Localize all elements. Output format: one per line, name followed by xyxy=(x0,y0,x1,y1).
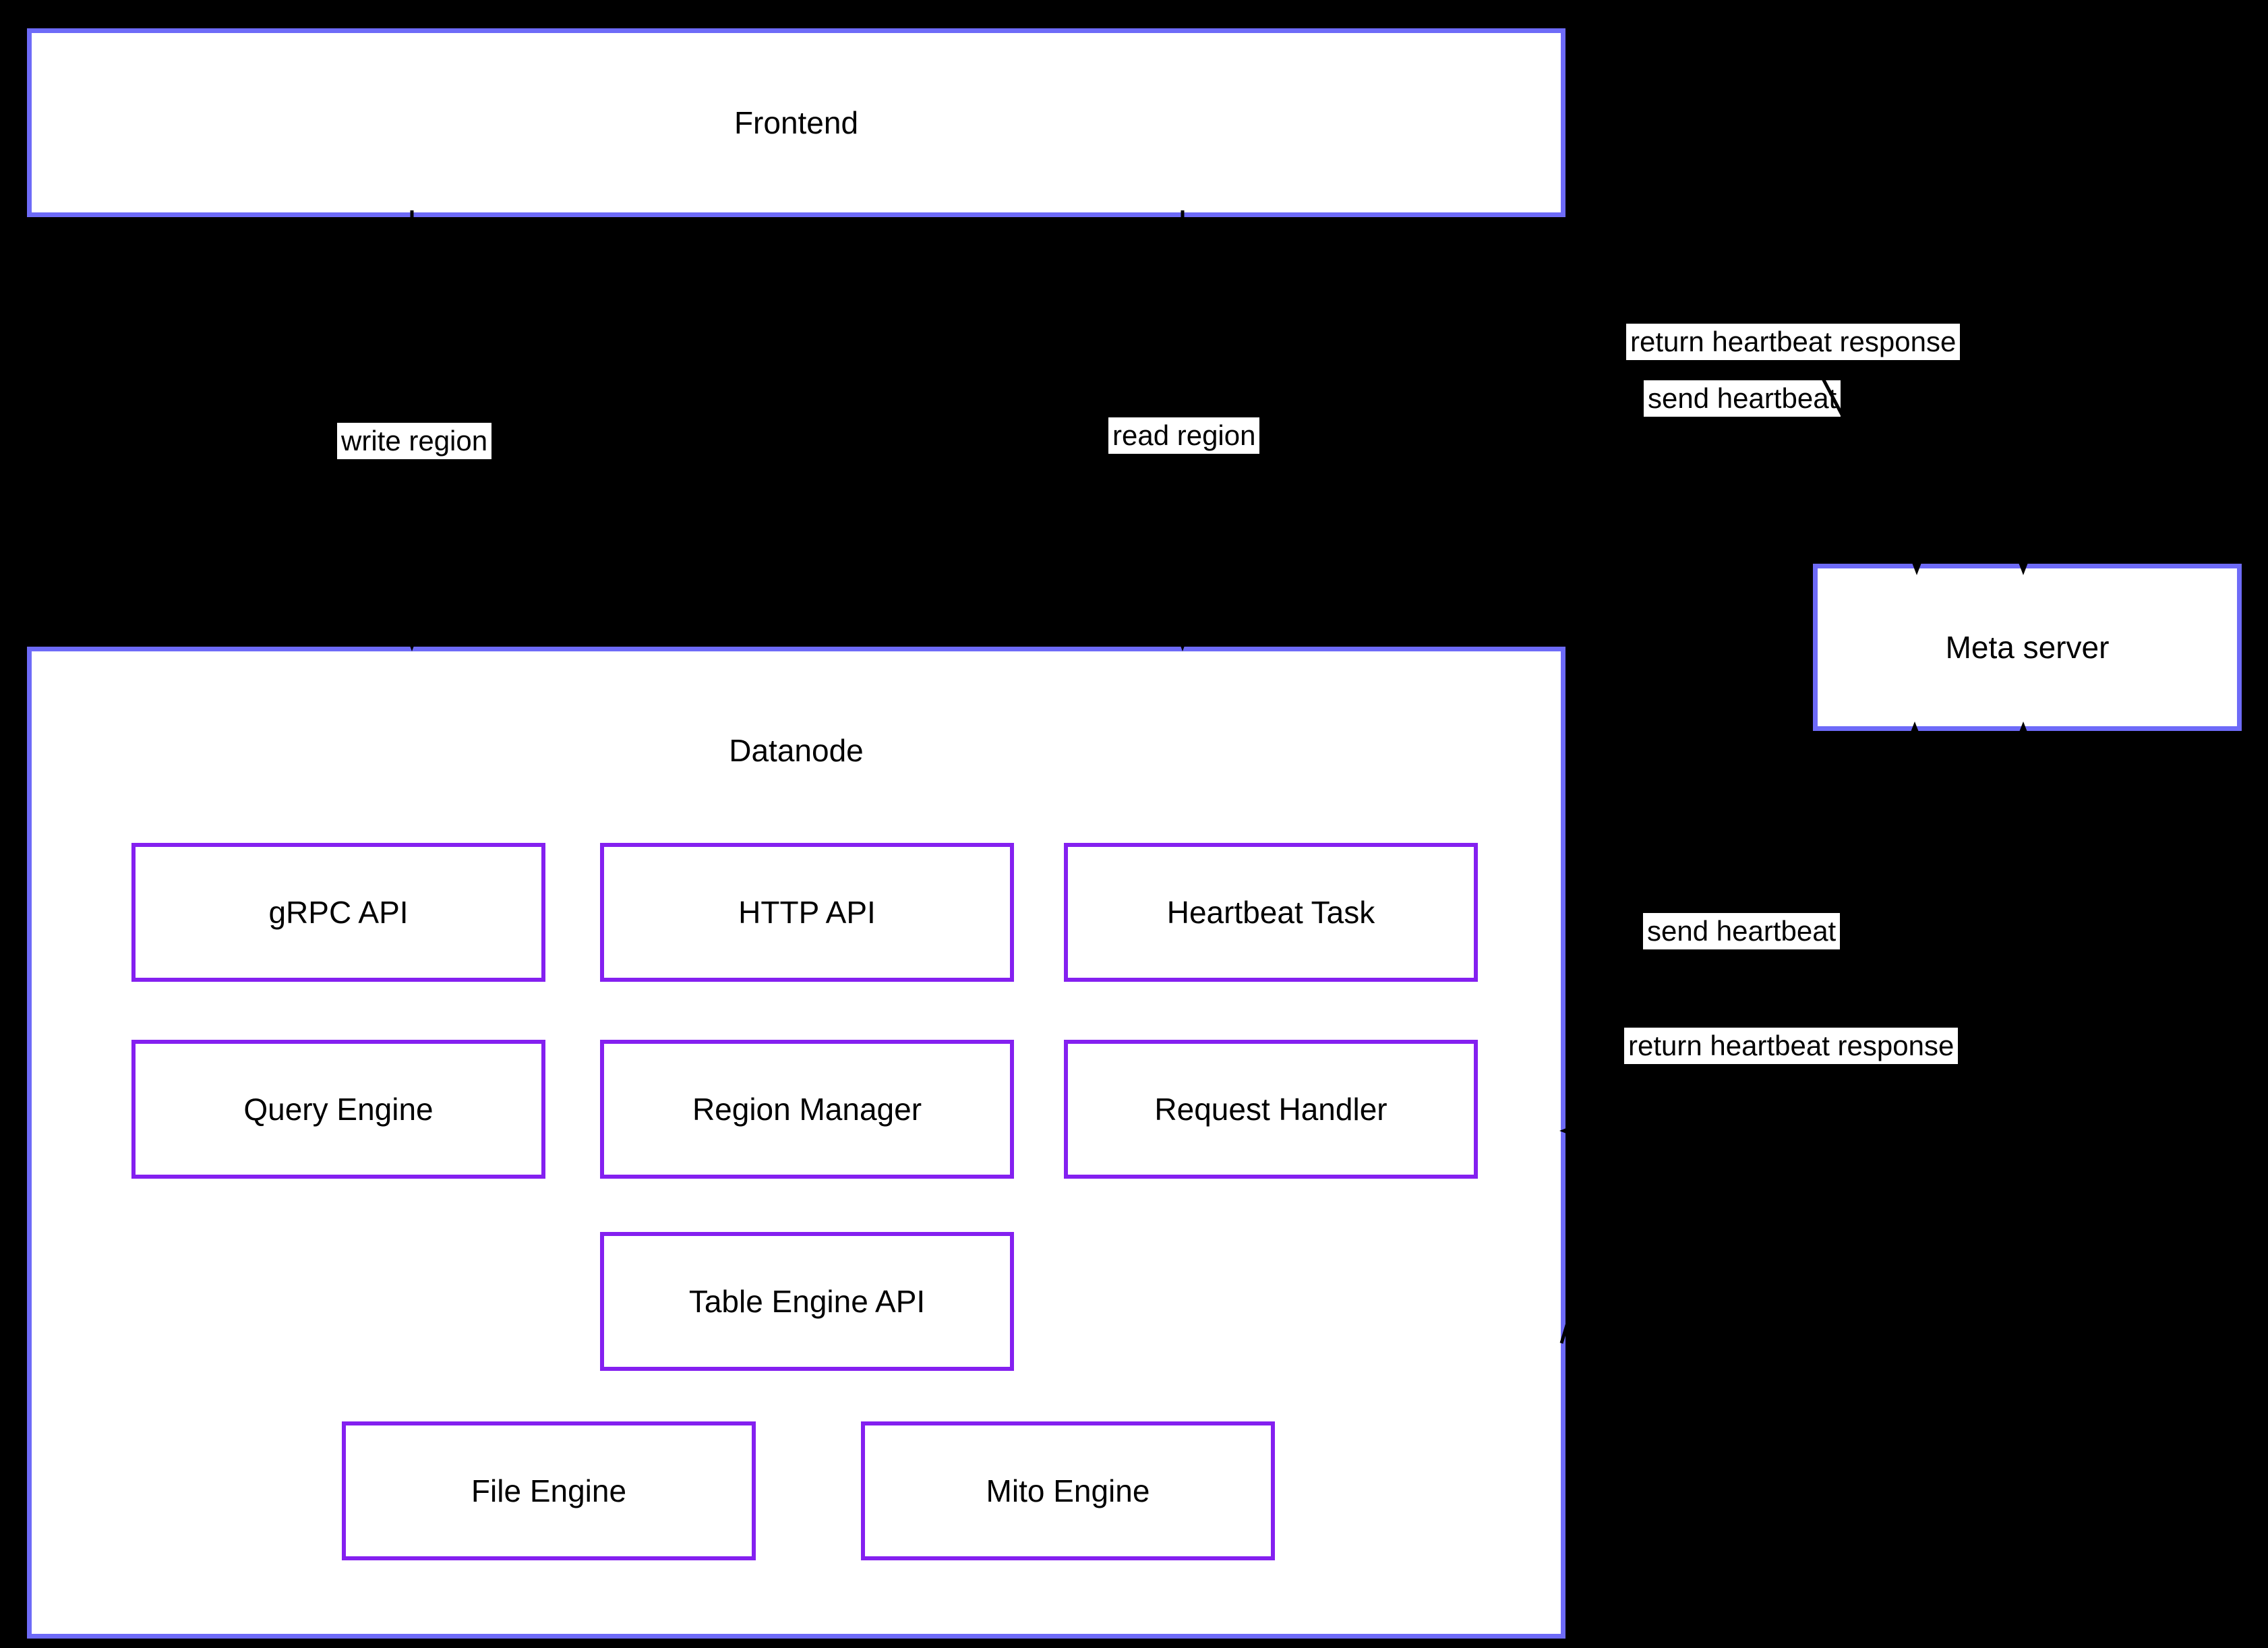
request-handler-node: Request Handler xyxy=(1064,1040,1478,1179)
meta-server-label: Meta server xyxy=(1945,630,2110,665)
region-manager-label: Region Manager xyxy=(692,1092,922,1127)
request-handler-label: Request Handler xyxy=(1154,1092,1387,1127)
frontend-label: Frontend xyxy=(734,105,859,140)
meta-server-node: Meta server xyxy=(1813,564,2242,731)
query-engine-node: Query Engine xyxy=(131,1040,545,1179)
datanode-title: Datanode xyxy=(729,733,864,768)
frontend-node: Frontend xyxy=(27,28,1565,217)
heartbeat-task-node: Heartbeat Task xyxy=(1064,843,1478,982)
edge-label-return-heartbeat-frontend: return heartbeat response xyxy=(1626,324,1961,360)
query-engine-label: Query Engine xyxy=(243,1092,434,1127)
mito-engine-node: Mito Engine xyxy=(861,1421,1275,1560)
heartbeat-task-label: Heartbeat Task xyxy=(1166,895,1375,930)
http-api-label: HTTP API xyxy=(738,895,876,930)
grpc-api-node: gRPC API xyxy=(131,843,545,982)
file-engine-node: File Engine xyxy=(342,1421,756,1560)
edge-label-write-region: write region xyxy=(337,423,492,459)
edge-label-send-heartbeat-frontend: send heartbeat xyxy=(1644,380,1841,417)
edge-label-read-region: read region xyxy=(1108,417,1260,454)
http-api-node: HTTP API xyxy=(600,843,1014,982)
edge-label-return-heartbeat-datanode: return heartbeat response xyxy=(1624,1028,1959,1064)
file-engine-label: File Engine xyxy=(471,1473,627,1508)
grpc-api-label: gRPC API xyxy=(268,895,409,930)
region-manager-node: Region Manager xyxy=(600,1040,1014,1179)
edge-label-send-heartbeat-datanode: send heartbeat xyxy=(1643,913,1841,949)
mito-engine-label: Mito Engine xyxy=(986,1473,1150,1508)
table-engine-api-node: Table Engine API xyxy=(600,1232,1014,1371)
table-engine-api-label: Table Engine API xyxy=(688,1284,926,1319)
